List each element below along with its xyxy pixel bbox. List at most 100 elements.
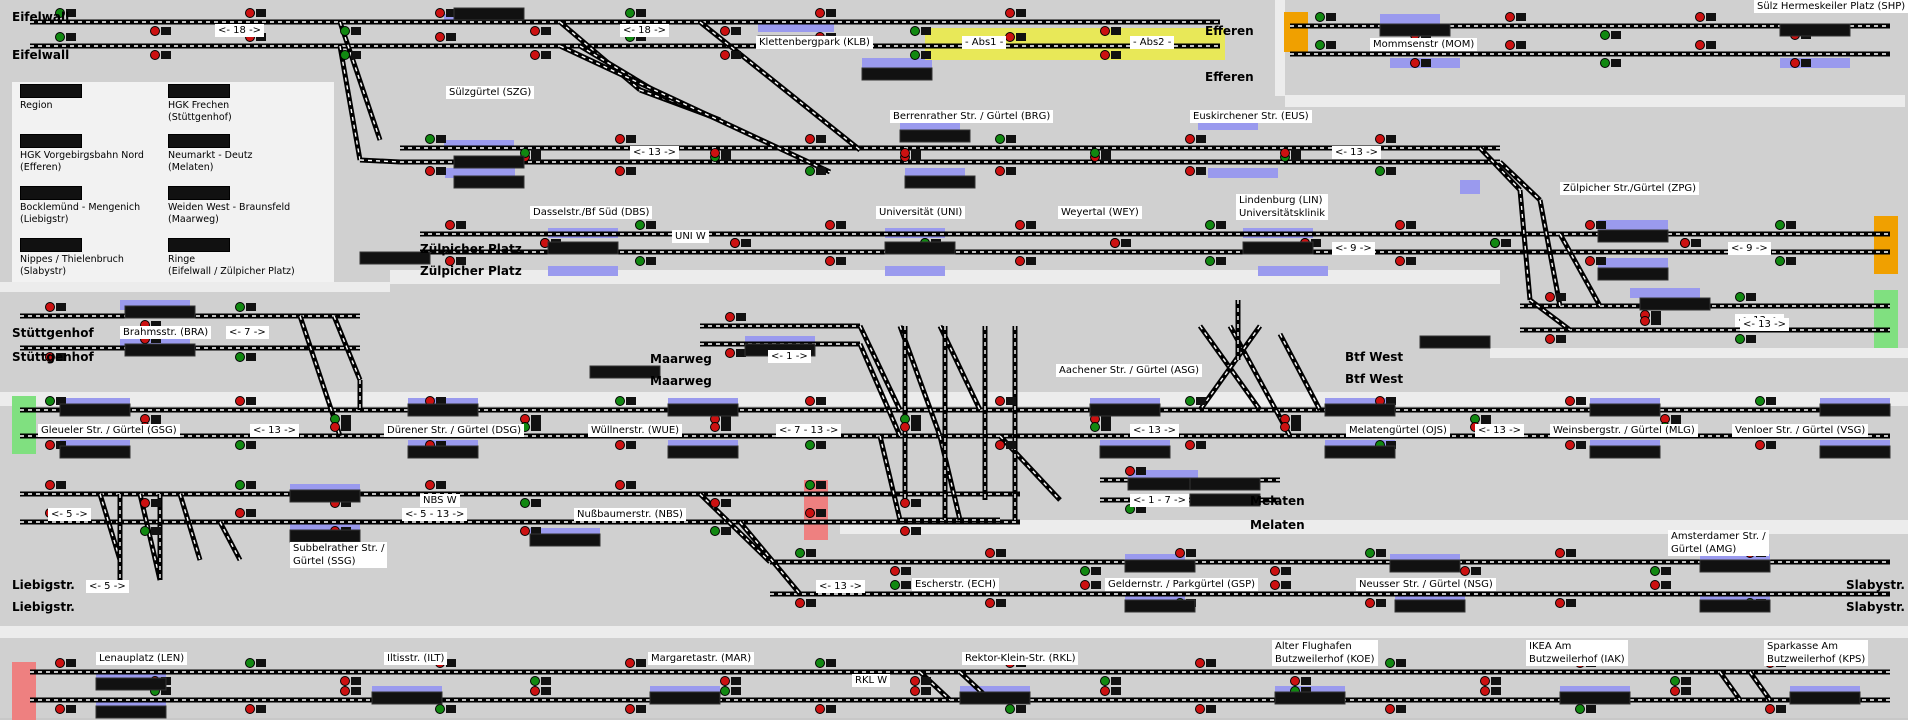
signal-red[interactable]	[710, 498, 720, 508]
signal-red[interactable]	[805, 134, 815, 144]
signal-red[interactable]	[1670, 686, 1680, 696]
signal-red[interactable]	[615, 166, 625, 176]
block-indicator[interactable]	[1819, 403, 1891, 417]
signal-green[interactable]	[795, 548, 805, 558]
signal-green[interactable]	[1600, 30, 1610, 40]
signal-green[interactable]	[1315, 40, 1325, 50]
signal-red[interactable]	[530, 686, 540, 696]
signal-green[interactable]	[805, 480, 815, 490]
signal-red[interactable]	[1395, 256, 1405, 266]
signal-red[interactable]	[1555, 598, 1565, 608]
signal-red[interactable]	[1280, 422, 1290, 432]
signal-red[interactable]	[340, 676, 350, 686]
signal-red[interactable]	[1280, 148, 1290, 158]
signal-green[interactable]	[1650, 566, 1660, 576]
signal-red[interactable]	[910, 686, 920, 696]
signal-green[interactable]	[805, 166, 815, 176]
signal-green[interactable]	[1090, 422, 1100, 432]
signal-green[interactable]	[55, 8, 65, 18]
signal-green[interactable]	[245, 658, 255, 668]
signal-green[interactable]	[1735, 334, 1745, 344]
signal-red[interactable]	[1110, 238, 1120, 248]
block-indicator[interactable]	[1639, 297, 1711, 311]
block-indicator[interactable]	[1589, 403, 1661, 417]
block-indicator[interactable]	[1189, 477, 1261, 491]
block-indicator[interactable]	[453, 7, 525, 21]
signal-green[interactable]	[1365, 548, 1375, 558]
signal-red[interactable]	[615, 134, 625, 144]
signal-red[interactable]	[1385, 704, 1395, 714]
block-indicator[interactable]	[95, 705, 167, 719]
signal-green[interactable]	[910, 26, 920, 36]
signal-red[interactable]	[710, 148, 720, 158]
block-indicator[interactable]	[589, 365, 661, 379]
signal-red[interactable]	[1100, 686, 1110, 696]
block-indicator[interactable]	[529, 533, 601, 547]
signal-green[interactable]	[1205, 220, 1215, 230]
signal-red[interactable]	[1460, 566, 1470, 576]
signal-red[interactable]	[45, 480, 55, 490]
block-indicator[interactable]	[959, 691, 1031, 705]
block-indicator[interactable]	[649, 691, 721, 705]
block-indicator[interactable]	[1124, 599, 1196, 613]
block-indicator[interactable]	[1699, 599, 1771, 613]
signal-red[interactable]	[1375, 134, 1385, 144]
signal-red[interactable]	[150, 50, 160, 60]
signal-red[interactable]	[1185, 440, 1195, 450]
signal-red[interactable]	[1015, 256, 1025, 266]
signal-red[interactable]	[1005, 8, 1015, 18]
signal-red[interactable]	[445, 220, 455, 230]
block-indicator[interactable]	[1699, 559, 1771, 573]
signal-green[interactable]	[1490, 238, 1500, 248]
signal-red[interactable]	[1695, 40, 1705, 50]
signal-red[interactable]	[1565, 396, 1575, 406]
signal-red[interactable]	[1410, 58, 1420, 68]
block-indicator[interactable]	[1789, 691, 1861, 705]
signal-red[interactable]	[615, 480, 625, 490]
signal-red[interactable]	[995, 166, 1005, 176]
signal-red[interactable]	[985, 548, 995, 558]
signal-red[interactable]	[1790, 58, 1800, 68]
signal-red[interactable]	[1100, 26, 1110, 36]
signal-red[interactable]	[1585, 220, 1595, 230]
signal-green[interactable]	[1670, 676, 1680, 686]
signal-red[interactable]	[245, 704, 255, 714]
signal-green[interactable]	[45, 396, 55, 406]
signal-red[interactable]	[1585, 256, 1595, 266]
block-indicator[interactable]	[667, 445, 739, 459]
signal-red[interactable]	[710, 422, 720, 432]
signal-red[interactable]	[815, 8, 825, 18]
signal-green[interactable]	[235, 480, 245, 490]
signal-red[interactable]	[1015, 220, 1025, 230]
signal-green[interactable]	[1775, 256, 1785, 266]
signal-green[interactable]	[890, 580, 900, 590]
signal-red[interactable]	[245, 8, 255, 18]
signal-red[interactable]	[1545, 292, 1555, 302]
block-indicator[interactable]	[1819, 445, 1891, 459]
block-indicator[interactable]	[1379, 23, 1451, 37]
signal-red[interactable]	[1680, 238, 1690, 248]
signal-red[interactable]	[45, 440, 55, 450]
signal-red[interactable]	[995, 440, 1005, 450]
signal-green[interactable]	[235, 302, 245, 312]
signal-green[interactable]	[625, 8, 635, 18]
signal-red[interactable]	[1565, 440, 1575, 450]
block-indicator[interactable]	[59, 445, 131, 459]
signal-red[interactable]	[425, 480, 435, 490]
signal-red[interactable]	[625, 704, 635, 714]
block-indicator[interactable]	[1324, 445, 1396, 459]
block-indicator[interactable]	[1189, 493, 1261, 507]
block-indicator[interactable]	[1389, 559, 1461, 573]
signal-red[interactable]	[720, 50, 730, 60]
signal-green[interactable]	[340, 50, 350, 60]
signal-green[interactable]	[1375, 166, 1385, 176]
signal-red[interactable]	[1195, 658, 1205, 668]
signal-red[interactable]	[1695, 12, 1705, 22]
signal-green[interactable]	[1600, 58, 1610, 68]
block-indicator[interactable]	[1324, 403, 1396, 417]
signal-red[interactable]	[1175, 548, 1185, 558]
signal-red[interactable]	[140, 498, 150, 508]
block-indicator[interactable]	[1559, 691, 1631, 705]
signal-red[interactable]	[1005, 32, 1015, 42]
signal-green[interactable]	[1775, 220, 1785, 230]
